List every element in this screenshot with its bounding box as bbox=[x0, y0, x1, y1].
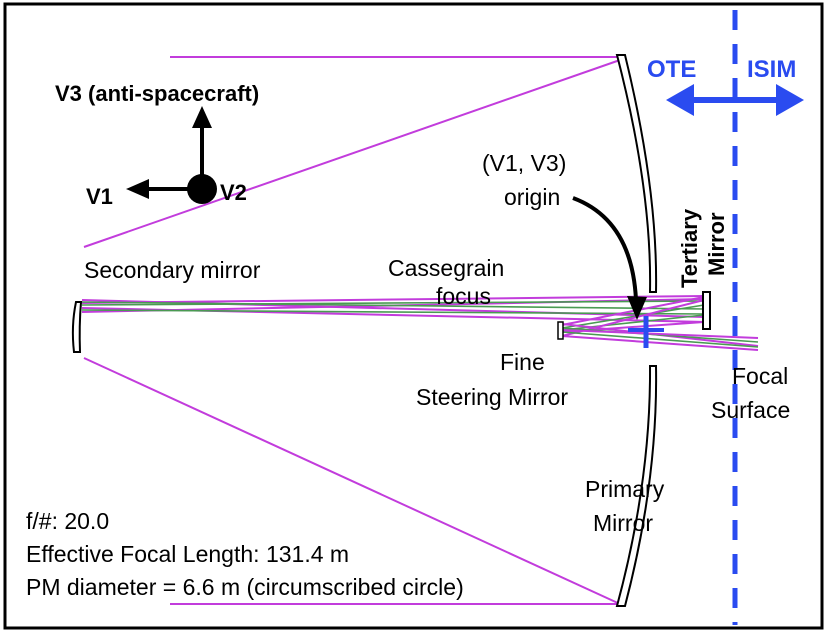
cassegrain-label-line1: Cassegrain bbox=[388, 255, 504, 281]
v1-label: V1 bbox=[86, 184, 113, 209]
tertiary-label-line2: Mirror bbox=[704, 212, 729, 276]
tertiary-label-line1: Tertiary bbox=[677, 208, 702, 288]
focal-surface-label-line1: Focal bbox=[732, 363, 788, 389]
focal-surface-label-line2: Surface bbox=[711, 397, 790, 423]
coordinate-axes bbox=[126, 106, 217, 204]
secondary-mirror bbox=[71, 301, 83, 353]
ote-isim-double-arrow bbox=[666, 84, 804, 116]
origin-pointer-arrow bbox=[572, 196, 647, 320]
fine-steering-mirror bbox=[557, 321, 564, 340]
fine-steering-label-line1: Fine bbox=[500, 349, 545, 375]
spec-fnumber: f/#: 20.0 bbox=[26, 508, 109, 534]
primary-mirror-upper bbox=[615, 54, 658, 293]
secondary-mirror-label: Secondary mirror bbox=[84, 257, 261, 283]
v1-arrowhead-icon bbox=[126, 179, 149, 199]
fine-steering-label-line2: Steering Mirror bbox=[416, 384, 568, 410]
figure-frame bbox=[3, 2, 824, 630]
spec-effective-focal-length: Effective Focal Length: 131.4 m bbox=[26, 541, 349, 567]
ote-label: OTE bbox=[647, 56, 696, 83]
v2-axis-dot bbox=[187, 174, 217, 204]
spec-pm-diameter: PM diameter = 6.6 m (circumscribed circl… bbox=[26, 574, 464, 600]
inner-ray-bundle bbox=[81, 295, 759, 351]
origin-marker bbox=[628, 316, 664, 348]
v3-label: V3 (anti-spacecraft) bbox=[55, 81, 259, 106]
v2-label: V2 bbox=[220, 180, 247, 205]
v3-arrowhead-icon bbox=[192, 106, 212, 128]
outer-ray-bundle bbox=[83, 56, 621, 605]
tertiary-mirror bbox=[702, 291, 711, 330]
primary-mirror-label-line1: Primary bbox=[585, 476, 665, 502]
origin-label-line1: (V1, V3) bbox=[482, 150, 566, 176]
primary-mirror-label-line2: Mirror bbox=[593, 510, 653, 536]
primary-mirror-lower bbox=[615, 365, 658, 607]
origin-label-line2: origin bbox=[504, 184, 560, 210]
isim-label: ISIM bbox=[747, 56, 796, 83]
cassegrain-label-line2: focus bbox=[436, 283, 491, 309]
